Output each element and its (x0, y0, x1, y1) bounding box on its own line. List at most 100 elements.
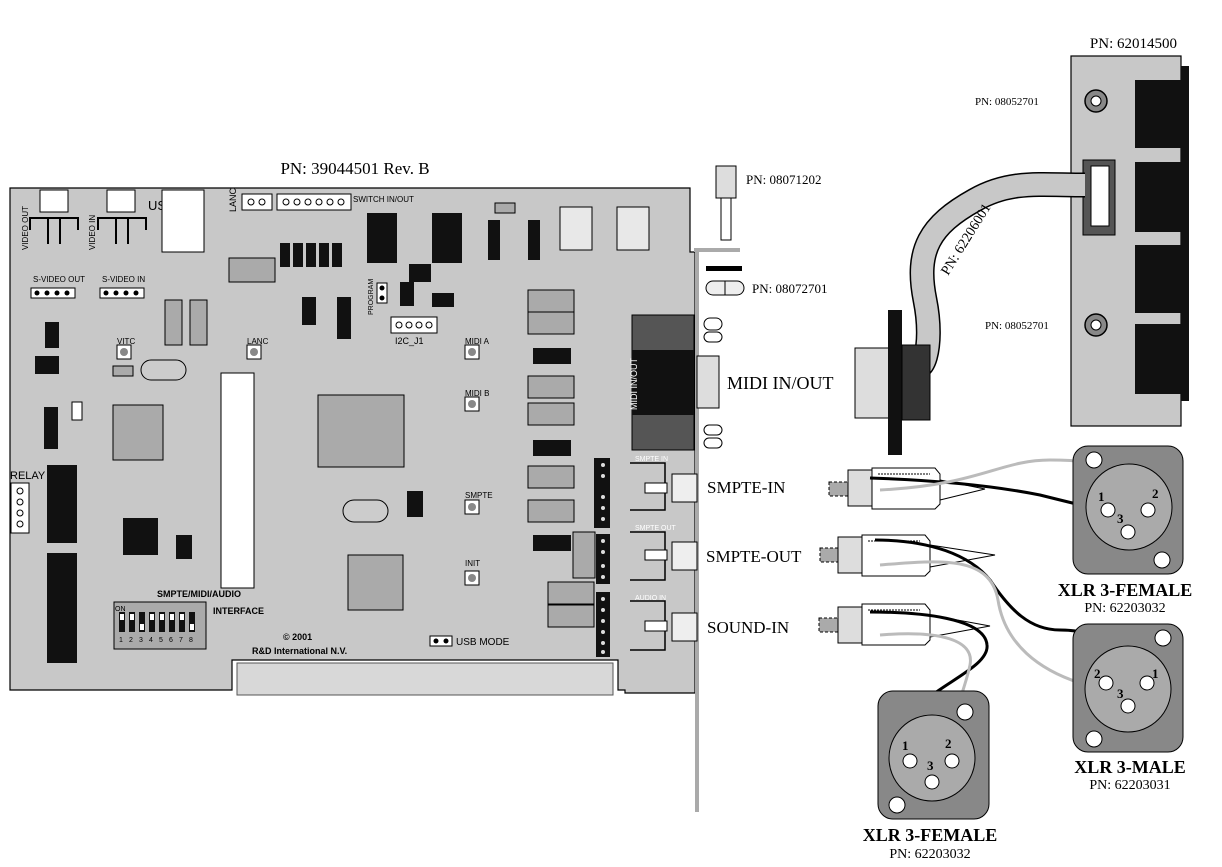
chips-top (280, 213, 540, 339)
crystal-2 (342, 499, 389, 523)
lanc-header (241, 193, 273, 211)
xlr-female-top-pn: PN: 62203032 (1084, 601, 1165, 616)
smpte-out-small-label: SMPTE OUT (635, 525, 677, 532)
xlr-female-top-name: XLR 3-FEMALE (1058, 580, 1193, 600)
audio-in-jack (630, 600, 698, 651)
panel-jack-bottom-pn: PN: 08052701 (985, 320, 1049, 332)
smpte-led (468, 503, 476, 511)
vitc-label: VITC (117, 337, 135, 346)
usb-mode-label: USB MODE (456, 637, 510, 648)
vitc-led (120, 348, 128, 356)
video-in-label: VIDEO IN (88, 215, 97, 250)
mounting-bracket (694, 248, 740, 812)
ic-square-2 (123, 518, 158, 555)
ic-small-3 (44, 407, 58, 449)
xlr-female-bottom-name: XLR 3-FEMALE (863, 825, 998, 845)
interface-title-1: SMPTE/MIDI/AUDIO (157, 589, 241, 599)
dip-number-4: 4 (149, 637, 153, 644)
sound-in-label: SOUND-IN (707, 618, 789, 637)
breakout-panel (1070, 55, 1189, 427)
program-label: PROGRAM (368, 279, 375, 315)
interface-title-2: INTERFACE (213, 606, 264, 616)
xlr-female-top-pin2: 2 (1152, 486, 1159, 501)
svideo-in-header (99, 287, 145, 299)
ic-small-5 (407, 491, 423, 517)
copyright-year: © 2001 (283, 632, 312, 642)
xlr-female-bottom-pin1: 1 (902, 738, 909, 753)
smpte-out-jack (630, 531, 698, 581)
xlr-female-top-pin3: 3 (1117, 511, 1124, 526)
video-out-label: VIDEO OUT (21, 206, 30, 250)
xlr-male-pin2: 2 (1094, 666, 1101, 681)
bracket-jumper (705, 280, 745, 296)
switch-header-label: SWITCH IN/OUT (353, 195, 414, 204)
relay-label: RELAY (10, 470, 46, 482)
panel-jack-top (1084, 89, 1108, 113)
dip-number-3: 3 (139, 637, 143, 644)
relay-comp-2 (189, 299, 208, 346)
memory-slot (220, 372, 255, 589)
xlr-male-pin1: 1 (1152, 666, 1159, 681)
midi-b-led (468, 400, 476, 408)
jumper-part (715, 165, 737, 241)
small-part (71, 401, 83, 421)
dip-number-7: 7 (179, 637, 183, 644)
ic-long-1 (47, 465, 77, 543)
xlr-male-pn: PN: 62203031 (1089, 778, 1170, 793)
midi-a-led (468, 348, 476, 356)
bracket-pn: PN: 08072701 (752, 281, 827, 296)
panel-jack-bottom (1084, 313, 1108, 337)
lanc-led (250, 348, 258, 356)
codec-chip (347, 554, 404, 611)
dip-number-8: 8 (189, 637, 193, 644)
ic-small-4 (176, 535, 192, 559)
edge-connector (236, 662, 614, 696)
dip-on-label: ON (115, 606, 126, 613)
video-in-connector (97, 189, 147, 244)
db-connector (854, 310, 931, 455)
smpte-in-small-label: SMPTE IN (635, 456, 668, 463)
dip-number-2: 2 (129, 637, 133, 644)
smpte-in-label: SMPTE-IN (707, 478, 785, 497)
switch-header (276, 193, 352, 211)
midi-din-module (631, 314, 723, 451)
copyright-company: R&D International N.V. (252, 646, 347, 656)
init-led (468, 574, 476, 582)
xlr-male (1072, 623, 1184, 753)
usb-mode-jumper (429, 635, 453, 647)
panel-jack-top-pn: PN: 08052701 (975, 96, 1039, 108)
smpte-label: SMPTE (465, 491, 493, 500)
regulator (228, 257, 276, 283)
connector-box-2 (616, 206, 650, 251)
svideo-out-header (30, 287, 76, 299)
lanc-label: LANC (247, 337, 269, 346)
xlr-female-bottom (877, 690, 990, 820)
jumper-pn: PN: 08071202 (746, 172, 821, 187)
xlr-female-bottom-pin2: 2 (945, 736, 952, 751)
svideo-out-label: S-VIDEO OUT (33, 275, 85, 284)
rear-jumper-headers (594, 458, 610, 657)
dip-switch (113, 601, 207, 650)
xlr-female-bottom-pin3: 3 (927, 758, 934, 773)
program-jumper (376, 282, 388, 304)
smpte-out-plug (819, 534, 996, 577)
ic-long-2 (47, 553, 77, 663)
panel-pn: PN: 62014500 (1090, 36, 1177, 52)
connector-box-1 (559, 206, 593, 251)
dip-number-1: 1 (119, 637, 123, 644)
i2c-header (390, 316, 438, 334)
audio-in-small-label: AUDIO IN (635, 595, 666, 602)
lanc-header-label: LANC (228, 187, 238, 212)
midi-inout-label: MIDI IN/OUT (727, 373, 833, 393)
svideo-in-label: S-VIDEO IN (102, 275, 145, 284)
xlr-female-bottom-pn: PN: 62203032 (889, 847, 970, 862)
video-out-connector (29, 189, 79, 244)
xlr-female-top (1072, 445, 1184, 575)
xlr-male-name: XLR 3-MALE (1074, 757, 1186, 777)
ic-small-1 (45, 322, 59, 348)
init-label: INIT (465, 559, 480, 568)
midi-b-label: MIDI B (465, 389, 489, 398)
crystal-1 (140, 359, 187, 381)
card-part-number: PN: 39044501 Rev. B (280, 159, 429, 178)
resistor (112, 365, 134, 377)
